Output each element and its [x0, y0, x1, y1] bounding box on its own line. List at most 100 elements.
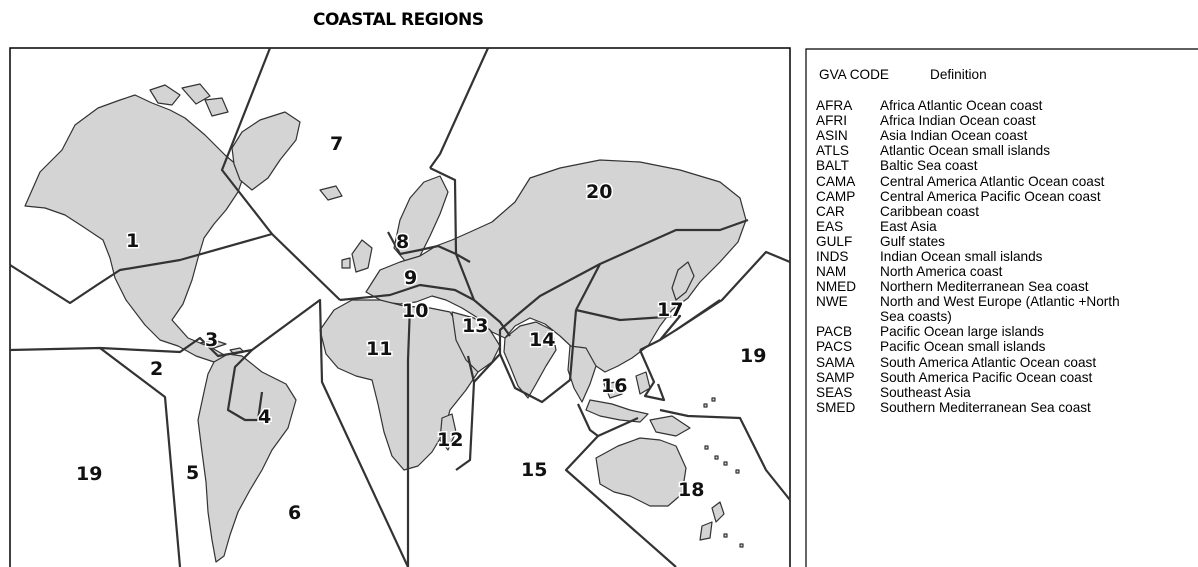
region-label: 5 — [186, 462, 199, 484]
boundary-line — [406, 305, 412, 567]
legend-row: SEAS Southeast Asia — [816, 384, 971, 400]
legend-row: GULF Gulf states — [816, 233, 945, 249]
legend-row: NWE North and West Europe (Atlantic +Nort… — [816, 294, 1120, 324]
legend-header-code: GVA CODE — [819, 67, 889, 82]
world-map: 1 2 3 4 5 6 7 8 9 10 11 12 13 14 15 16 1… — [9, 47, 791, 567]
legend-row: CAMA Central America Atlantic Ocean coast — [816, 173, 1104, 189]
land-greenland — [231, 111, 301, 191]
boundary-line — [99, 347, 182, 567]
region-label: 19 — [76, 463, 102, 485]
legend-definition: Central America Atlantic Ocean coast — [880, 173, 1105, 189]
region-label: 14 — [529, 329, 555, 351]
legend-row: EAS East Asia — [816, 218, 937, 234]
boundary-line — [675, 299, 721, 331]
land-madagascar — [439, 413, 457, 451]
region-label: 1 — [126, 230, 139, 252]
legend-row: NMED Northern Mediterranean Sea coast — [816, 279, 1089, 295]
boundary-line — [638, 349, 666, 402]
legend-definition: East Asia — [880, 218, 937, 234]
boundary-line — [271, 233, 341, 301]
map-title: COASTAL REGIONS — [313, 10, 484, 30]
legend-code: NMED — [816, 279, 857, 295]
land-south-america — [197, 353, 297, 563]
land-iceland — [319, 185, 343, 201]
legend-code: NWE — [816, 294, 848, 310]
legend-code: EAS — [816, 218, 844, 234]
legend-definition: Asia Indian Ocean coast — [880, 128, 1028, 144]
legend-code: GULF — [816, 233, 853, 249]
land-southeast-asia — [567, 345, 597, 403]
region-label: 2 — [150, 358, 163, 380]
legend-header: GVA CODE Definition — [819, 67, 987, 82]
legend-definition: North and West Europe (Atlantic +North S… — [880, 294, 1120, 325]
region-label: 10 — [402, 300, 428, 322]
land-new-zealand — [699, 501, 725, 541]
region-label: 16 — [601, 375, 627, 397]
region-label: 11 — [366, 338, 392, 360]
legend-code: ASIN — [816, 128, 848, 144]
land-pacific-islands — [703, 397, 744, 548]
legend-code: NAM — [816, 264, 847, 280]
legend-row: ASIN Asia Indian Ocean coast — [816, 128, 1027, 144]
legend-definition: Africa Indian Ocean coast — [880, 113, 1036, 129]
legend-code: PACB — [816, 324, 853, 340]
region-label: 8 — [396, 231, 409, 253]
legend-code: PACS — [816, 339, 853, 355]
land-arctic-islands — [149, 83, 229, 117]
legend-definition: Atlantic Ocean small islands — [880, 143, 1050, 159]
region-boundaries — [9, 47, 791, 567]
boundary-line — [339, 283, 475, 302]
legend-frame — [805, 48, 1198, 567]
legend-definition: South America Pacific Ocean coast — [880, 369, 1093, 385]
legend-definition: Northern Mediterranean Sea coast — [880, 279, 1089, 295]
legend-row: INDS Indian Ocean small islands — [816, 249, 1042, 264]
land-japan — [671, 261, 695, 301]
region-label: 17 — [657, 299, 683, 321]
legend-definition: Baltic Sea coast — [880, 158, 978, 174]
boundary-line — [429, 167, 511, 337]
region-label: 6 — [288, 502, 301, 524]
legend-definition: Caribbean coast — [880, 203, 979, 219]
land-australia — [595, 437, 687, 507]
boundary-line — [455, 355, 476, 471]
legend-definition: Central America Pacific Ocean coast — [880, 188, 1101, 204]
legend-row: CAMP Central America Pacific Ocean coast — [816, 188, 1101, 204]
region-label: 13 — [462, 315, 488, 337]
region-label: 3 — [205, 329, 218, 351]
boundary-line — [429, 47, 490, 169]
legend-code: CAMP — [816, 188, 856, 204]
boundary-line — [387, 231, 471, 263]
legend-code: CAMA — [816, 173, 856, 189]
legend-definition: North America coast — [880, 264, 1003, 280]
boundary-line — [473, 218, 749, 383]
legend-code: AFRA — [816, 98, 853, 113]
legend-definition: Southeast Asia — [880, 384, 971, 400]
legend-code: INDS — [816, 249, 849, 264]
legend-definition: Indian Ocean small islands — [880, 249, 1043, 264]
region-label: 4 — [258, 406, 271, 428]
legend-code: SEAS — [816, 384, 853, 400]
legend-row: PACS Pacific Ocean small islands — [816, 339, 1045, 355]
region-label: 7 — [330, 133, 343, 155]
region-labels: 1 2 3 4 5 6 7 8 9 10 11 12 13 14 15 16 1… — [75, 132, 768, 526]
boundary-line — [564, 435, 677, 567]
boundary-line — [659, 408, 791, 501]
boundary-line — [575, 263, 682, 341]
region-label: 9 — [404, 267, 417, 289]
boundary-line — [577, 403, 639, 438]
legend-definition: Pacific Ocean small islands — [880, 339, 1046, 355]
land-india — [503, 321, 557, 399]
legend-definition: Gulf states — [880, 233, 945, 249]
land-north-america — [24, 94, 246, 363]
region-label: 15 — [521, 459, 547, 481]
legend-row: NAM North America coast — [816, 264, 1002, 280]
legend-code: CAR — [816, 203, 845, 219]
region-label: 19 — [740, 345, 766, 367]
